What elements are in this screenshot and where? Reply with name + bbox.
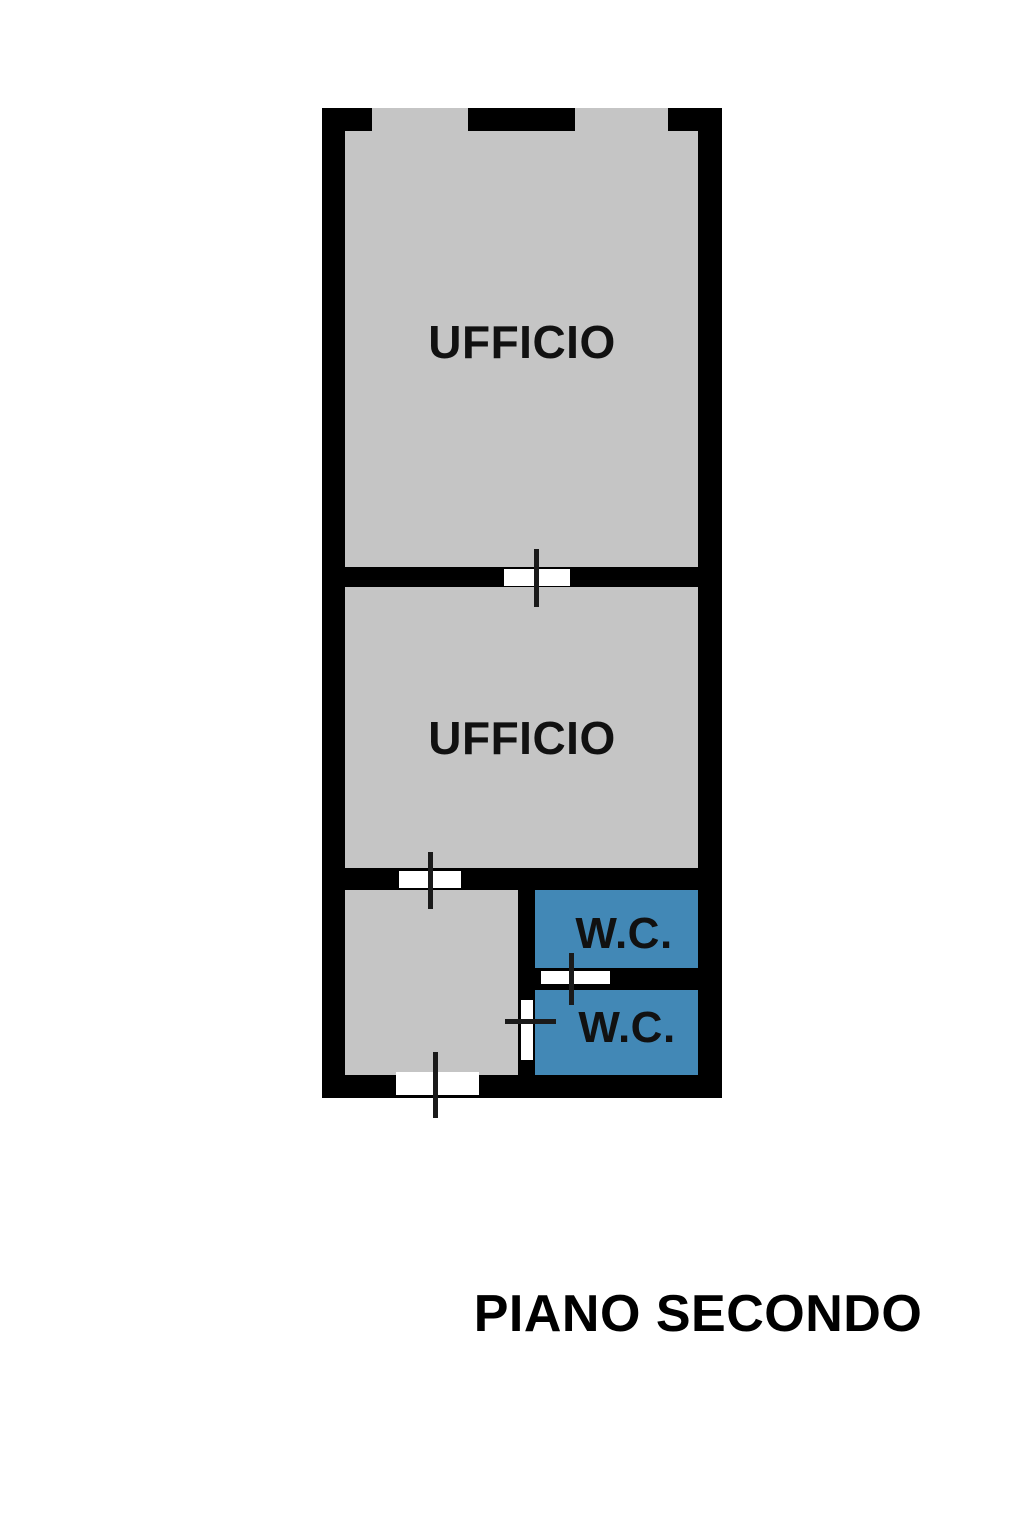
- door-wc-upper: [541, 971, 610, 984]
- door-wc-lower: [521, 1000, 533, 1060]
- window-top-right: [575, 108, 668, 131]
- door-wc-lower-leaf: [505, 1019, 556, 1024]
- room-ufficio-top: [345, 108, 698, 567]
- wall-divider-service: [322, 868, 722, 890]
- page-title: PIANO SECONDO: [473, 1285, 923, 1343]
- wall-bottom: [322, 1075, 722, 1098]
- room-ufficio-bottom: [345, 587, 698, 868]
- door-office-to-landing-leaf: [428, 852, 433, 909]
- door-between-offices-leaf: [534, 549, 539, 607]
- room-wc-upper: [535, 890, 698, 968]
- room-label-wc-lower: W.C.: [578, 1003, 676, 1052]
- window-top-left: [372, 108, 468, 131]
- room-wc-lower: [535, 990, 698, 1075]
- room-landing: [345, 890, 518, 1075]
- door-landing-entrance-leaf: [433, 1052, 438, 1118]
- wall-left: [322, 108, 345, 1098]
- room-label-ufficio-bottom: UFFICIO: [428, 712, 616, 764]
- wall-right: [698, 108, 722, 1098]
- door-wc-upper-leaf: [569, 953, 574, 1005]
- room-label-ufficio-top: UFFICIO: [428, 316, 616, 368]
- room-label-wc-upper: W.C.: [575, 909, 673, 958]
